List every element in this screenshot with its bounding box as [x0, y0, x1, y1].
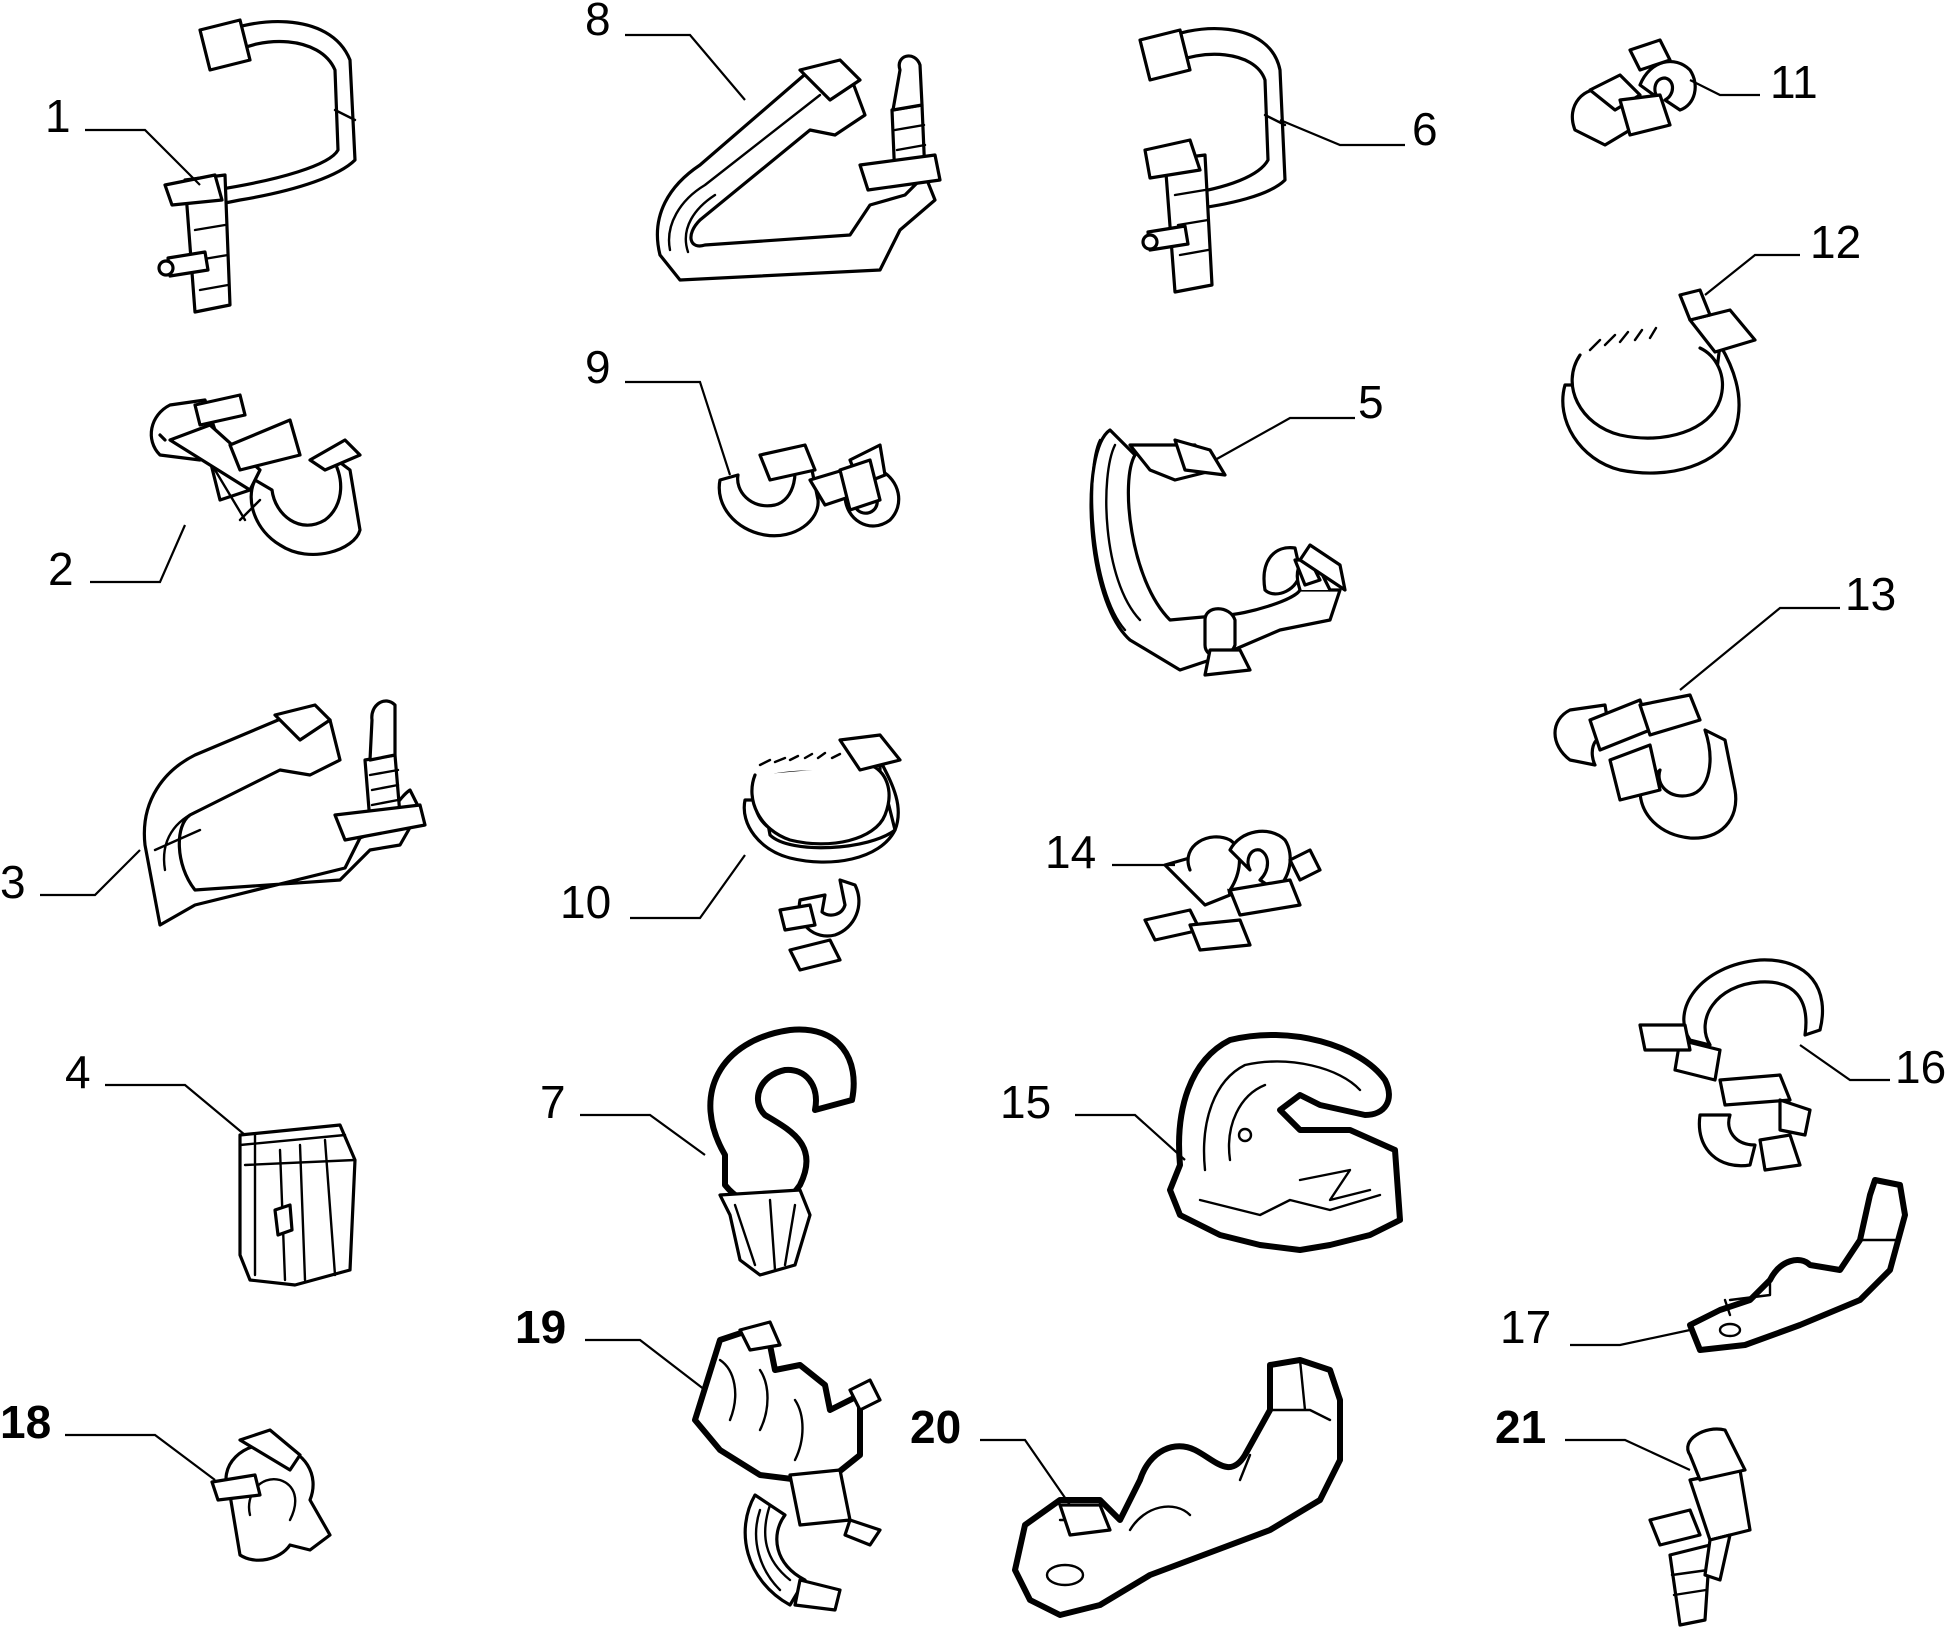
callout-9: 9 — [585, 341, 732, 476]
callout-label: 8 — [585, 0, 611, 45]
part-10-ring-clip[interactable] — [742, 733, 902, 972]
callout-16: 16 — [1799, 1041, 1946, 1093]
callout-7: 7 — [540, 1076, 706, 1156]
callout-label: 20 — [910, 1401, 961, 1453]
callout-label: 4 — [65, 1046, 91, 1098]
callout-label: 18 — [0, 1396, 51, 1448]
callout-label: 11 — [1770, 56, 1818, 108]
callout-17: 17 — [1500, 1301, 1691, 1353]
callout-1: 1 — [45, 90, 201, 186]
callout-label: 2 — [48, 543, 74, 595]
callout-15: 15 — [1000, 1076, 1186, 1161]
part-16-ring-clip[interactable] — [1638, 958, 1825, 1172]
callout-label: 13 — [1845, 568, 1896, 620]
callout-label: 7 — [540, 1076, 566, 1128]
callout-20: 20 — [910, 1401, 1071, 1506]
part-5-u-clip[interactable] — [1089, 428, 1347, 677]
callout-label: 9 — [585, 341, 611, 393]
callout-5: 5 — [1214, 376, 1384, 461]
part-17-bracket[interactable] — [1687, 1177, 1908, 1353]
callout-2: 2 — [48, 524, 187, 595]
part-11-small-clip[interactable] — [1570, 38, 1697, 147]
callout-8: 8 — [585, 0, 746, 101]
part-2-double-clip[interactable] — [149, 393, 362, 556]
part-13-double-clip[interactable] — [1553, 693, 1738, 840]
callout-18: 18 — [0, 1396, 216, 1481]
part-3-long-bracket[interactable] — [142, 699, 427, 927]
callout-21: 21 — [1495, 1401, 1691, 1471]
callout-6: 6 — [1279, 103, 1438, 155]
part-18-hook-clip[interactable] — [210, 1428, 332, 1562]
callout-13: 13 — [1679, 568, 1896, 691]
part-21-stud-clip[interactable] — [1648, 1427, 1752, 1627]
part-1-cable-clip[interactable] — [157, 18, 357, 314]
callout-label: 15 — [1000, 1076, 1051, 1128]
callout-label: 12 — [1810, 216, 1861, 268]
callout-14: 14 — [1045, 826, 1175, 878]
part-6-cable-clip[interactable] — [1138, 27, 1287, 294]
callout-label: 5 — [1358, 376, 1384, 428]
callout-10: 10 — [560, 854, 746, 928]
callout-label: 16 — [1895, 1041, 1946, 1093]
callout-19: 19 — [515, 1301, 706, 1391]
part-14-small-clip[interactable] — [1143, 829, 1322, 952]
callout-label: 6 — [1412, 103, 1438, 155]
callout-3: 3 — [0, 849, 141, 908]
callout-label: 14 — [1045, 826, 1096, 878]
part-9-double-clip[interactable] — [717, 443, 901, 538]
part-12-ring-clip[interactable] — [1561, 288, 1757, 475]
callout-label: 17 — [1500, 1301, 1551, 1353]
callout-11: 11 — [1689, 56, 1818, 108]
callout-12: 12 — [1704, 216, 1861, 296]
part-15-heavy-clip[interactable] — [1167, 1031, 1403, 1253]
callout-label: 3 — [0, 856, 26, 908]
callout-label: 21 — [1495, 1401, 1546, 1453]
callout-label: 1 — [45, 90, 71, 142]
callout-label: 19 — [515, 1301, 566, 1353]
callout-4: 4 — [65, 1046, 246, 1136]
part-20-bracket[interactable] — [1012, 1357, 1343, 1618]
part-19-complex-clip[interactable] — [692, 1320, 882, 1612]
part-8-bracket-stud[interactable] — [655, 54, 942, 282]
part-4-block-connector[interactable] — [238, 1123, 357, 1287]
part-7-push-clip[interactable] — [707, 1026, 857, 1277]
callout-label: 10 — [560, 876, 611, 928]
